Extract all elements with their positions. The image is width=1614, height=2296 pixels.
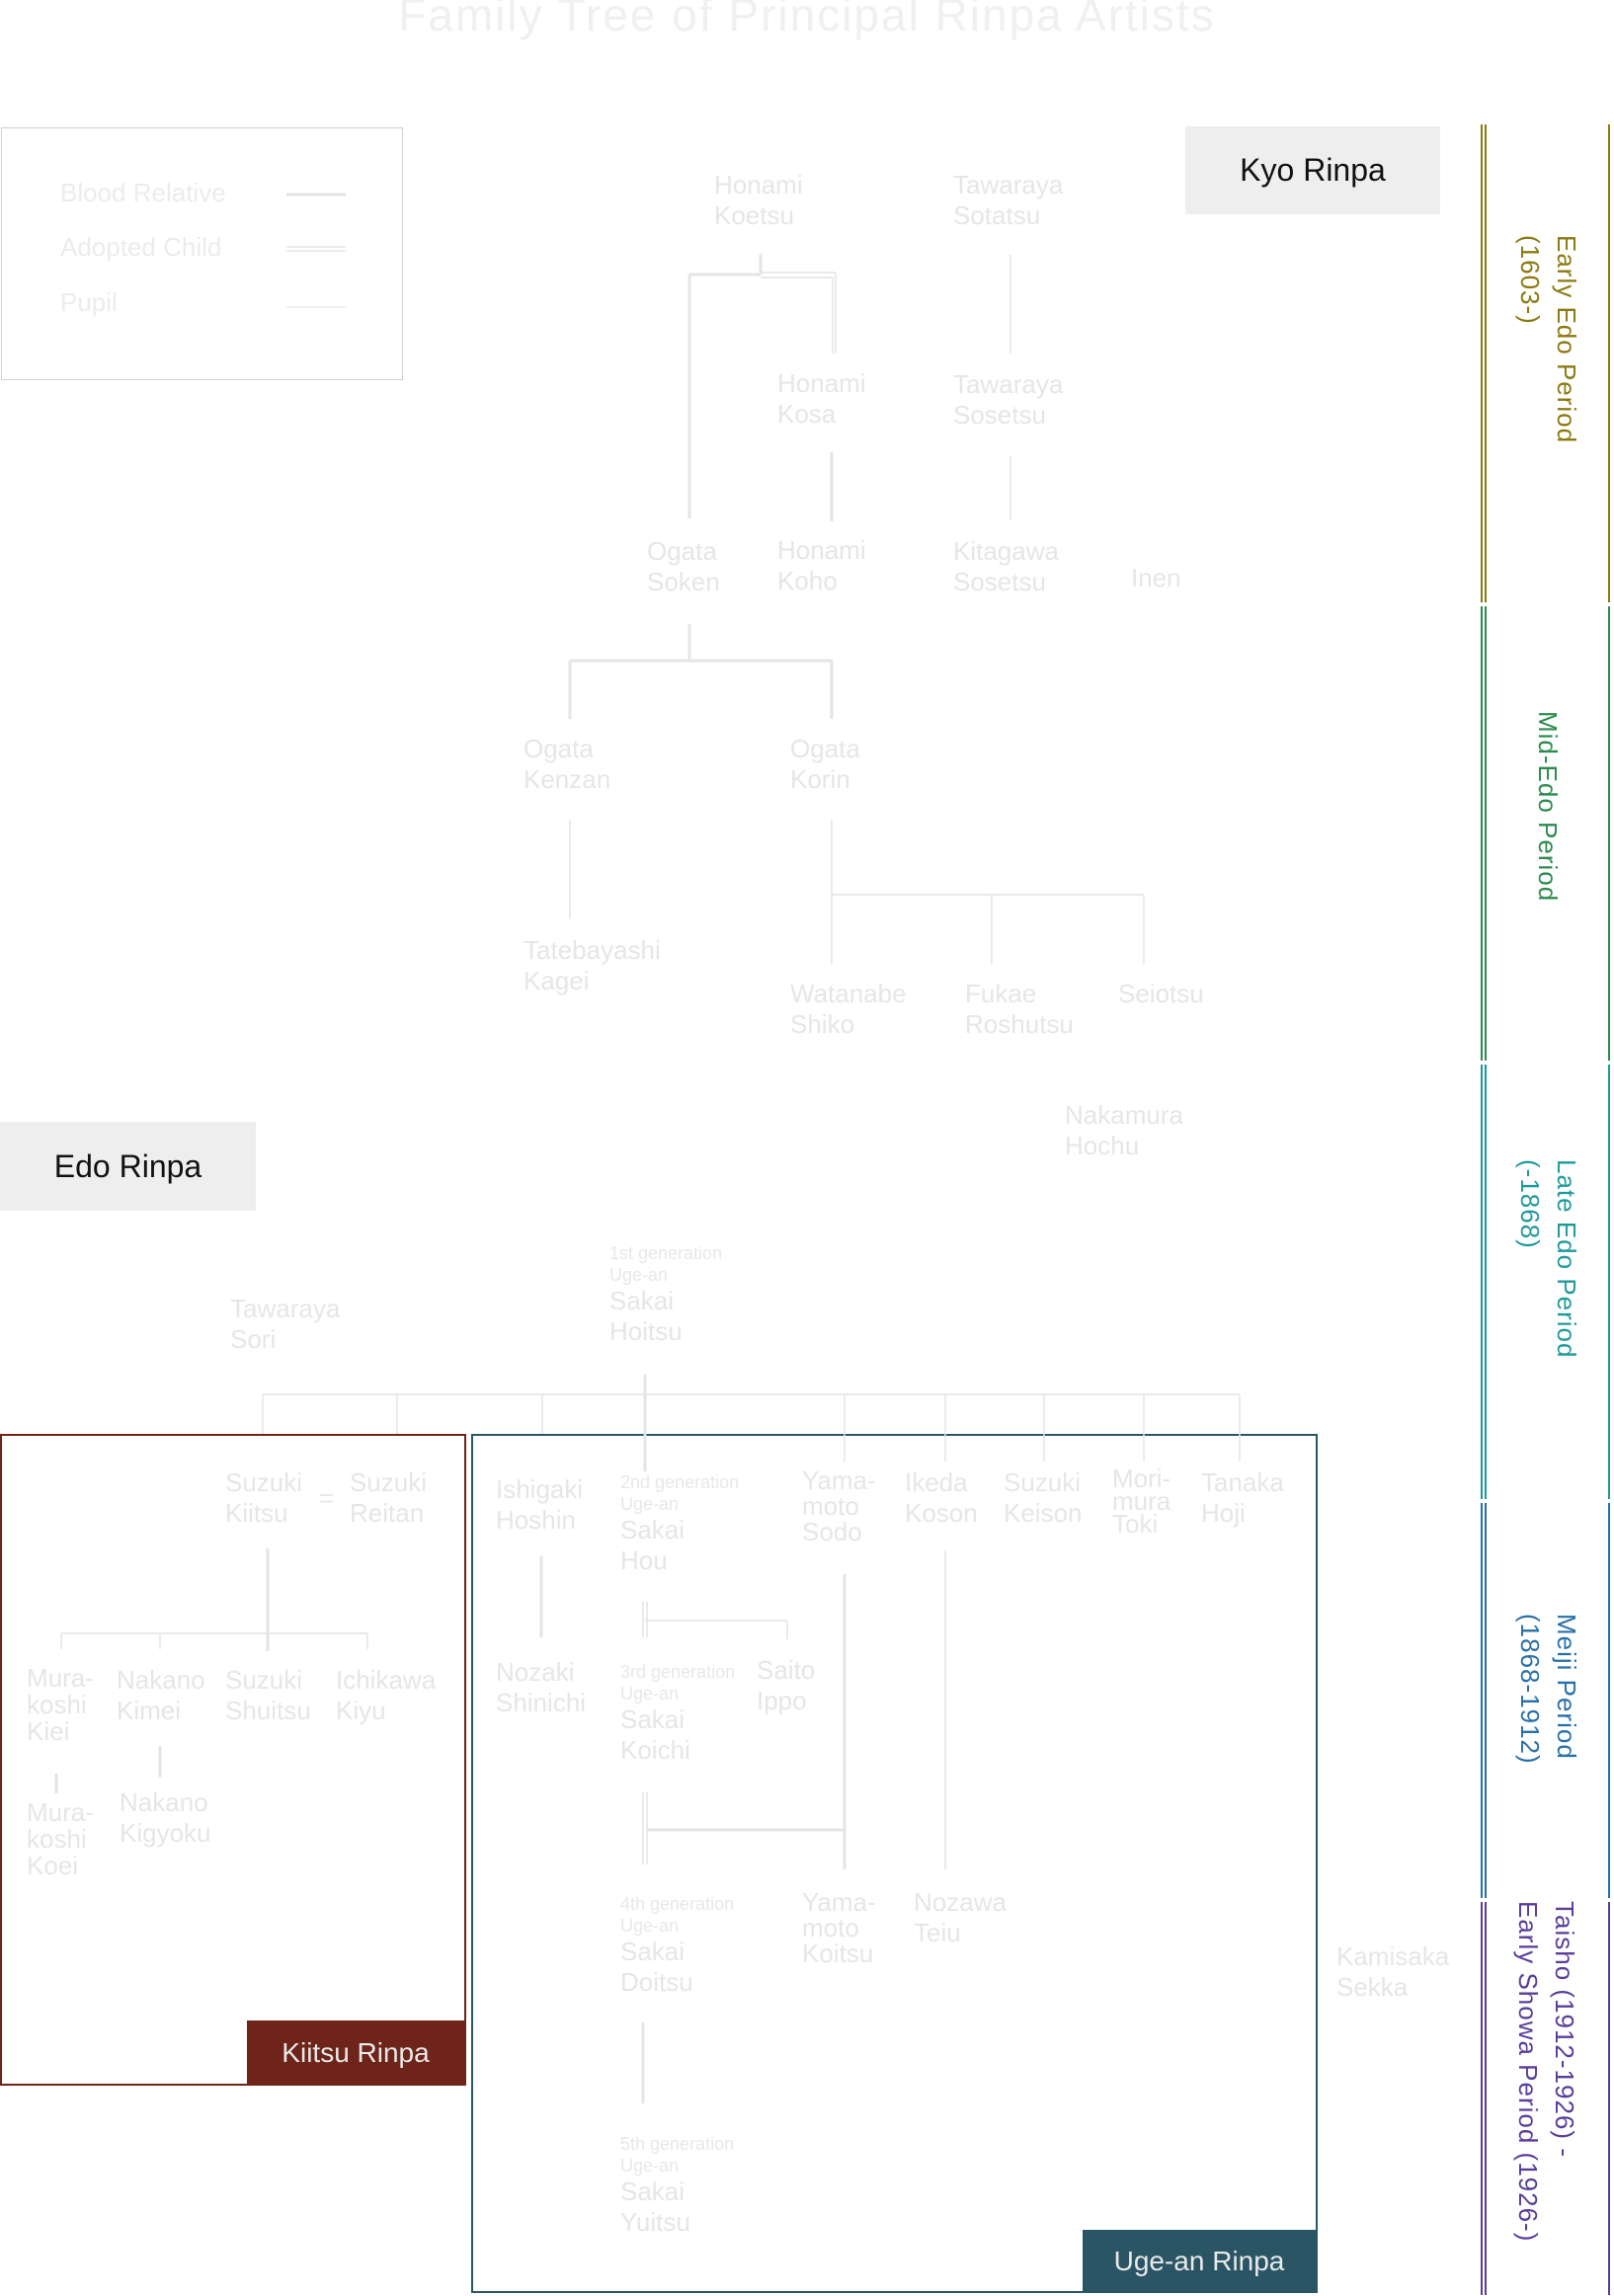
person-suzuki-shuitsu: Suzuki Shuitsu: [225, 1665, 311, 1725]
person-watanabe-shiko: Watanabe Shiko: [790, 979, 907, 1039]
legend-adopted-child-label: Adopted Child: [60, 232, 222, 262]
person-honami-koetsu: Honami Koetsu: [714, 170, 803, 230]
person-fukae-roshutsu: Fukae Roshutsu: [965, 979, 1074, 1039]
person-ishigaki-hoshin: Ishigaki Hoshin: [496, 1474, 584, 1535]
person-kitagawa-sosetsu: Kitagawa Sosetsu: [953, 536, 1059, 596]
person-saito-ippo: Saito Ippo: [757, 1655, 816, 1715]
person-inen: Inen: [1131, 563, 1181, 593]
person-yamamoto-sodo: Yama- moto Sodo: [802, 1465, 876, 1546]
period-label-early-edo: Early Edo Period (1603-): [1515, 235, 1581, 444]
person-nakano-kigyoku: Nakano Kigyoku: [120, 1787, 211, 1848]
person-murakoshi-kiei: Mura- koshi Kiei: [27, 1663, 94, 1746]
person-name: Sakai Hoitsu: [609, 1286, 683, 1346]
ugean-rinpa-box: [471, 1434, 1318, 2293]
kyo-rinpa-tag: Kyo Rinpa: [1185, 126, 1440, 214]
person-tawaraya-sotatsu: Tawaraya Sotatsu: [953, 170, 1064, 230]
person-ogata-kenzan: Ogata Kenzan: [524, 734, 611, 794]
person-honami-koho: Honami Koho: [777, 535, 866, 595]
person-name: Sakai Yuitsu: [620, 2177, 690, 2237]
edo-rinpa-tag: Edo Rinpa: [0, 1122, 256, 1211]
legend-pupil-line: [286, 306, 346, 308]
person-ichikawa-kiyu: Ichikawa Kiyu: [336, 1665, 437, 1725]
person-tatebayashi-kagei: Tatebayashi Kagei: [524, 935, 661, 995]
marriage-equals-sign: =: [319, 1483, 335, 1513]
person-suzuki-keison: Suzuki Keison: [1004, 1467, 1083, 1528]
generation-label: 1st generation Uge-an: [609, 1243, 723, 1285]
person-murakoshi-koei: Mura- koshi Koei: [27, 1797, 94, 1880]
person-honami-kosa: Honami Kosa: [777, 368, 866, 429]
person-kamisaka-sekka: Kamisaka Sekka: [1336, 1941, 1450, 2002]
generation-label: 2nd generation Uge-an: [620, 1472, 740, 1514]
person-tawaraya-sosetsu: Tawaraya Sosetsu: [953, 369, 1064, 430]
person-nozawa-teiu: Nozawa Teiu: [914, 1887, 1007, 1947]
ugean-rinpa-tag: Uge-an Rinpa: [1083, 2230, 1316, 2293]
period-label-late-edo: Late Edo Period (-1868): [1515, 1159, 1581, 1359]
person-seiotsu: Seiotsu: [1118, 979, 1204, 1008]
person-ikeda-koson: Ikeda Koson: [905, 1467, 978, 1528]
legend-pupil-label: Pupil: [60, 287, 118, 317]
person-yamamoto-koitsu: Yama- moto Koitsu: [802, 1887, 876, 1968]
person-ogata-korin: Ogata Korin: [790, 734, 860, 794]
person-name: Sakai Koichi: [620, 1704, 690, 1765]
person-name: Sakai Hou: [620, 1515, 686, 1575]
person-nozaki-shinichi: Nozaki Shinichi: [496, 1657, 587, 1717]
person-ogata-soken: Ogata Soken: [647, 536, 720, 596]
person-morimura-toki: Mori- mura Toki: [1112, 1464, 1171, 1539]
legend-blood-relative-label: Blood Relative: [60, 178, 226, 207]
person-name: Sakai Doitsu: [620, 1937, 693, 1997]
person-tawaraya-sori: Tawaraya Sori: [230, 1294, 341, 1354]
kiitsu-rinpa-box: [0, 1434, 466, 2086]
legend-adopted-line: [286, 246, 346, 252]
generation-label: 3rd generation Uge-an: [620, 1662, 736, 1703]
person-nakano-kimei: Nakano Kimei: [117, 1665, 205, 1725]
legend: Blood Relative Adopted Child Pupil: [1, 127, 403, 380]
person-tanaka-hoji: Tanaka Hoji: [1201, 1467, 1284, 1528]
period-label-mid-edo: Mid-Edo Period: [1533, 711, 1563, 903]
kiitsu-rinpa-tag: Kiitsu Rinpa: [247, 2020, 464, 2085]
page-title: Family Tree of Principal Rinpa Artists: [398, 0, 1216, 40]
person-suzuki-reitan: Suzuki Reitan: [350, 1467, 428, 1528]
person-suzuki-kiitsu: Suzuki Kiitsu: [225, 1467, 303, 1528]
generation-label: 4th generation Uge-an: [620, 1894, 735, 1936]
period-label-meiji: Meiji Period (1868-1912): [1515, 1614, 1581, 1765]
person-nakamura-hochu: Nakamura Hochu: [1065, 1100, 1183, 1160]
generation-label: 5th generation Uge-an: [620, 2134, 735, 2176]
legend-blood-line: [286, 193, 346, 197]
period-label-taisho-showa: Taisho (1912-1926) - Early Showa Period …: [1513, 1901, 1579, 2243]
